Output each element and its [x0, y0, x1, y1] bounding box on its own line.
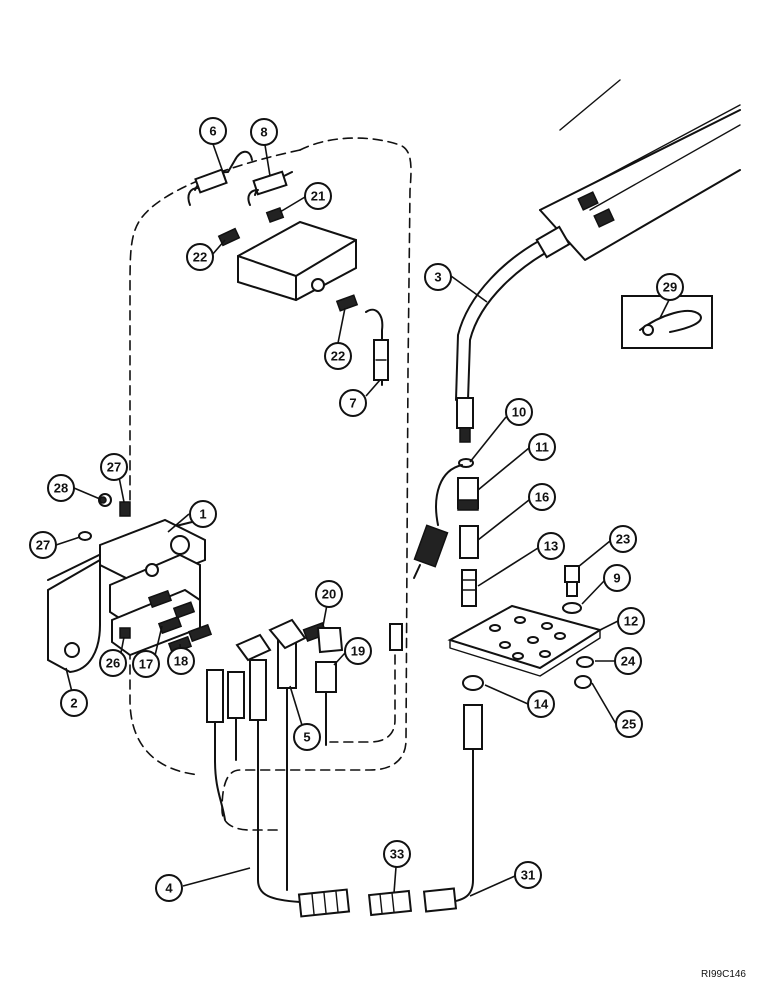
- callout-16: 16: [528, 483, 556, 511]
- svg-text:33: 33: [390, 847, 404, 862]
- callout-26: 26: [99, 649, 127, 677]
- bolt-23: [564, 565, 580, 597]
- fitting-19: [315, 661, 337, 746]
- hose-8: [247, 170, 293, 206]
- callout-8: 8: [250, 118, 278, 146]
- fitting-11: [457, 477, 479, 511]
- svg-text:27: 27: [107, 460, 121, 475]
- svg-text:25: 25: [622, 717, 636, 732]
- callout-7: 7: [339, 389, 367, 417]
- callout-21: 21: [304, 182, 332, 210]
- svg-text:26: 26: [106, 656, 120, 671]
- callout-9: 9: [603, 564, 631, 592]
- svg-text:2: 2: [70, 696, 77, 711]
- svg-text:22: 22: [193, 250, 207, 265]
- dashed-routing-outline: [129, 137, 412, 831]
- svg-text:6: 6: [209, 124, 216, 139]
- callout-13: 13: [537, 532, 565, 560]
- svg-text:21: 21: [311, 189, 325, 204]
- screw-26: [119, 627, 131, 639]
- adapter-33: [367, 889, 413, 917]
- reference-code: RI99C146: [700, 969, 746, 980]
- svg-text:4: 4: [165, 881, 173, 896]
- svg-text:5: 5: [303, 730, 310, 745]
- svg-text:10: 10: [512, 405, 526, 420]
- callout-23: 23: [609, 525, 637, 553]
- callout-14: 14: [527, 690, 555, 718]
- callout-3: 3: [424, 263, 452, 291]
- svg-text:31: 31: [521, 868, 535, 883]
- callout-27-upper: 27: [100, 453, 128, 481]
- svg-text:23: 23: [616, 532, 630, 547]
- bracket-2: [47, 519, 201, 674]
- svg-text:7: 7: [349, 396, 356, 411]
- svg-text:17: 17: [139, 657, 153, 672]
- callout-33: 33: [383, 840, 411, 868]
- fitting-16: [459, 525, 479, 559]
- svg-text:13: 13: [544, 539, 558, 554]
- svg-text:29: 29: [663, 280, 677, 295]
- callout-4: 4: [155, 874, 183, 902]
- callout-22-upper: 22: [186, 243, 214, 271]
- fitting-22-right: [335, 294, 359, 312]
- callout-25: 25: [615, 710, 643, 738]
- washer-24: [576, 656, 594, 668]
- svg-text:22: 22: [331, 349, 345, 364]
- callout-20: 20: [315, 580, 343, 608]
- hose-3: [455, 225, 571, 443]
- coupler-left: [297, 888, 351, 918]
- callout-6: 6: [199, 117, 227, 145]
- fitting-near-outline: [389, 623, 403, 651]
- hose-6: [187, 150, 253, 206]
- svg-text:8: 8: [260, 125, 267, 140]
- callout-18: 18: [167, 647, 195, 675]
- svg-text:19: 19: [351, 644, 365, 659]
- leader-lines: [55, 143, 670, 897]
- callout-31: 31: [514, 861, 542, 889]
- svg-text:20: 20: [322, 587, 336, 602]
- nuts-27-28: [78, 493, 131, 541]
- svg-text:9: 9: [613, 571, 620, 586]
- svg-text:1: 1: [199, 507, 206, 522]
- callout-10: 10: [505, 398, 533, 426]
- callout-28: 28: [47, 474, 75, 502]
- valve-hoses: [206, 618, 307, 903]
- nut-25: [574, 675, 592, 689]
- svg-text:16: 16: [535, 490, 549, 505]
- hose-7: [365, 308, 389, 386]
- washer-9: [562, 602, 582, 614]
- svg-text:12: 12: [624, 614, 638, 629]
- sensor-cable: [413, 464, 463, 579]
- svg-text:11: 11: [535, 440, 549, 455]
- callout-1: 1: [189, 500, 217, 528]
- svg-text:3: 3: [434, 270, 441, 285]
- nut-14: [462, 675, 484, 691]
- svg-text:24: 24: [621, 654, 636, 669]
- fitting-21: [265, 206, 285, 224]
- fitting-20: [302, 621, 344, 654]
- callout-11: 11: [528, 433, 556, 461]
- boom-section: [539, 79, 741, 261]
- svg-text:18: 18: [174, 654, 188, 669]
- hose-31: [422, 704, 483, 913]
- callout-22-right: 22: [324, 342, 352, 370]
- svg-text:28: 28: [54, 481, 68, 496]
- callout-19: 19: [344, 637, 372, 665]
- callout-24: 24: [614, 647, 642, 675]
- fitting-13: [461, 569, 477, 607]
- svg-text:14: 14: [534, 697, 549, 712]
- fittings-17: [147, 589, 196, 635]
- callout-12: 12: [617, 607, 645, 635]
- svg-text:27: 27: [36, 538, 50, 553]
- callout-17: 17: [132, 650, 160, 678]
- callout-2: 2: [60, 689, 88, 717]
- plate-12: [447, 604, 603, 677]
- callout-29: 29: [656, 273, 684, 301]
- upper-valve-block: [237, 220, 357, 302]
- callout-27-lower: 27: [29, 531, 57, 559]
- callout-5: 5: [293, 723, 321, 751]
